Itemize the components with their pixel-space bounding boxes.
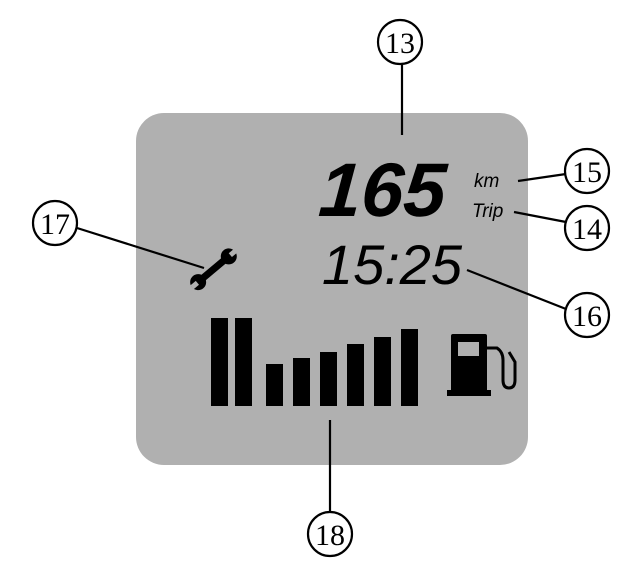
unit-label: km: [474, 171, 499, 192]
callout-16-label: 16: [572, 300, 602, 333]
fuel-gauge: [211, 318, 418, 406]
leader-line-14: [513, 210, 567, 224]
wrench-icon: [190, 248, 239, 291]
clock-value: 15:25: [322, 233, 463, 296]
fuel-gauge-segment: [401, 329, 418, 406]
leader-lines: [76, 64, 567, 512]
callout-17: 17: [31, 199, 79, 247]
lcd-panel: [136, 113, 528, 465]
callout-13: 13: [376, 18, 424, 66]
fuel-gauge-segment: [293, 358, 310, 406]
callout-14: 14: [563, 204, 611, 252]
leader-line-16: [466, 268, 567, 311]
callout-14-label: 14: [572, 213, 602, 246]
callout-18-label: 18: [315, 519, 345, 552]
fuel-pump-icon: [447, 334, 517, 396]
fuel-gauge-segment: [235, 318, 252, 406]
callout-15: 15: [563, 147, 611, 195]
callout-13-label: 13: [385, 27, 415, 60]
fuel-gauge-segment: [320, 352, 337, 406]
fuel-gauge-segment: [266, 364, 283, 406]
callout-16: 16: [563, 291, 611, 339]
fuel-gauge-segment: [374, 337, 391, 406]
trip-label: Trip: [472, 201, 503, 222]
callout-15-label: 15: [572, 156, 602, 189]
callout-17-label: 17: [40, 208, 70, 241]
fuel-gauge-segment: [347, 344, 364, 406]
fuel-gauge-segment: [211, 318, 228, 406]
leader-line-17: [76, 226, 205, 270]
odometer-value: 165: [316, 148, 450, 233]
callout-18: 18: [306, 510, 354, 558]
leader-line-15: [517, 172, 567, 183]
